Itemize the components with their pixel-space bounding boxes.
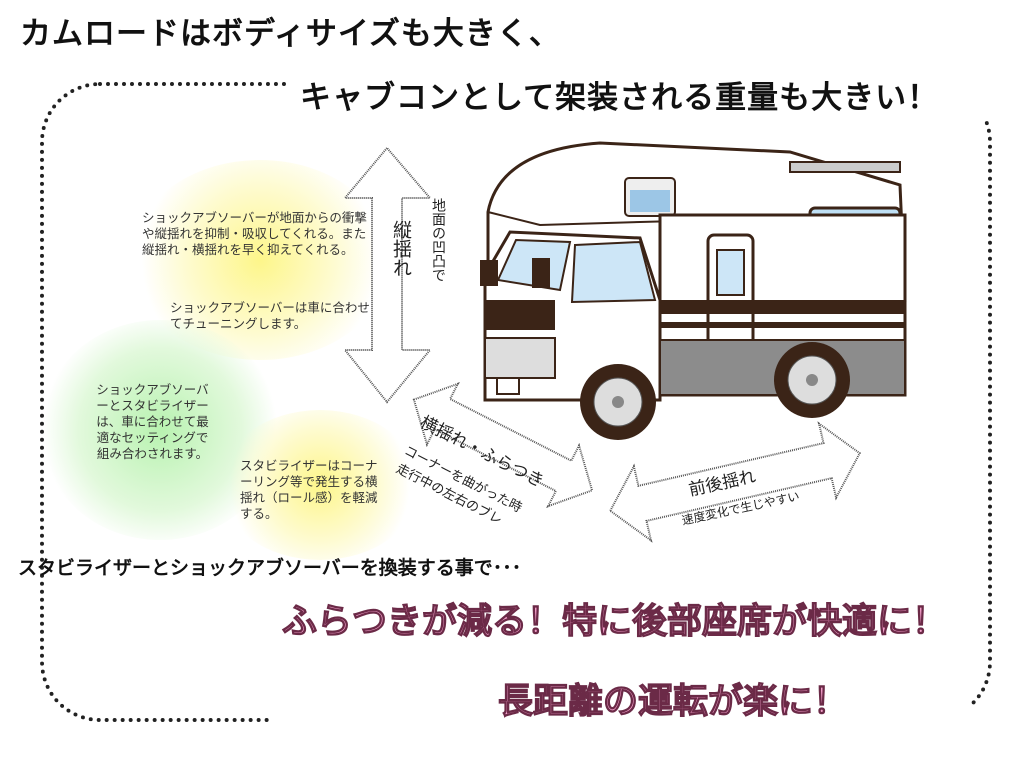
heading-line-1: カムロードはボディサイズも大きく、 [20,16,561,52]
tuning-note: ショックアブソーバーは車に合わせてチューニングします。 [170,300,370,331]
vertical-arrow [342,146,433,404]
shock-absorber-note: ショックアブソーバーが地面からの衝撃や縦揺れを抑制・吸収してくれる。また縦揺れ・… [142,210,367,257]
camper-van-image [480,141,907,440]
frame-gap [290,70,990,120]
summary-lead: スタビライザーとショックアブソーバーを換装する事で･･･ [18,557,522,579]
heading-line-2: キャブコンとして架装される重量も大きい！ [300,80,940,116]
frame-gap [270,590,970,760]
vertical-sway-label: 縦揺れ [390,220,412,277]
vertical-sway-caption: 地面の凹凸で [430,198,446,282]
result-line-1: ふらつきが減る！特に後部座席が快適に！ [281,601,948,642]
yellow-glow [220,410,420,560]
rear-wheel [774,342,850,418]
lateral-arrow [412,382,594,508]
combination-note: ショックアブソーバーとスタビライザーは、車に合わせて最適なセッティングで組み合わ… [96,382,209,461]
stabilizer-note: スタビライザーはコーナーリング等で発生する横揺れ（ロール感）を軽減する。 [240,458,378,521]
longitudinal-arrow [608,421,862,543]
result-line-2: 長距離の運転が楽に！ [497,681,849,722]
front-wheel [580,364,656,440]
